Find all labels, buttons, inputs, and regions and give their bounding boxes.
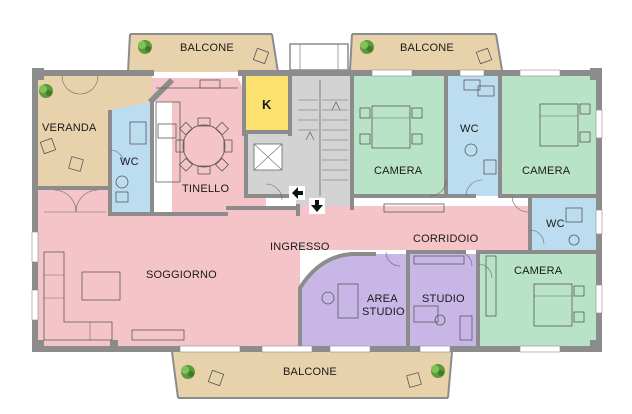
wc-right-label: WC [546, 218, 565, 230]
soggiorno-label: SOGGIORNO [146, 269, 217, 281]
wc-left-area [110, 102, 152, 214]
studio-label: STUDIO [422, 293, 465, 305]
tinello-label: TINELLO [182, 183, 229, 195]
arrow-left-icon [289, 186, 305, 200]
plant-icon [181, 365, 195, 379]
camera-2-label: CAMERA [522, 165, 571, 177]
wc-left-label: WC [120, 156, 139, 168]
balcony-areas [38, 34, 502, 398]
plant-icon [39, 84, 53, 98]
wc-middle-area [446, 76, 500, 196]
balcony-details [127, 33, 503, 399]
veranda-area [38, 76, 152, 188]
balcone-top-left-area [128, 34, 278, 72]
camera-2-area [500, 76, 596, 196]
k-area [244, 76, 290, 130]
windows [31, 69, 603, 353]
balcone-bottom-label: BALCONE [283, 366, 337, 378]
area-studio-label-line1: AREA [367, 293, 398, 305]
balcone-top-left-label: BALCONE [180, 42, 234, 54]
camera-1-area [352, 76, 446, 196]
studio-area [408, 254, 478, 346]
rooms [38, 70, 596, 346]
plant-icon [360, 40, 374, 54]
corridoio-label: CORRIDOIO [413, 233, 479, 245]
k-label: K [262, 97, 272, 112]
camera-3-area [478, 252, 596, 346]
entrance-arrows [289, 186, 325, 214]
coffee-table [81, 271, 121, 301]
balcone-top-right-area [350, 34, 502, 70]
wc-right-area [530, 196, 596, 252]
plant-icon [138, 40, 152, 54]
balcone-bottom-area [172, 352, 452, 398]
plant-icon [431, 364, 445, 378]
ingresso-label: INGRESSO [270, 241, 330, 253]
room-labels: BALCONE BALCONE BALCONE VERANDA WC K TIN… [42, 42, 571, 378]
staircase [253, 80, 348, 196]
tinello-area [152, 78, 266, 214]
dining-table [182, 124, 226, 168]
stairwell-area [246, 70, 352, 206]
wc-middle-label: WC [460, 123, 479, 135]
plant-icons [39, 40, 445, 379]
doors [53, 75, 545, 279]
camera-1-label: CAMERA [374, 165, 423, 177]
soggiorno-area [38, 188, 352, 346]
area-studio-area [300, 254, 408, 346]
furniture [43, 79, 591, 341]
corridoio-area [352, 206, 530, 250]
veranda-label: VERANDA [42, 122, 97, 134]
area-studio-label-line2: STUDIO [362, 306, 405, 318]
outdoor-chairs [39, 47, 493, 388]
camera-3-label: CAMERA [514, 265, 563, 277]
balcone-top-right-label: BALCONE [400, 42, 454, 54]
arrow-down-icon [309, 198, 325, 214]
